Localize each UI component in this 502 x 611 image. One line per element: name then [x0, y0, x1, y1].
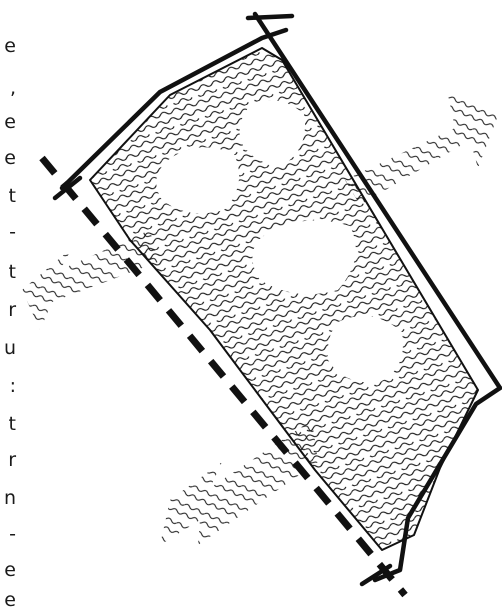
building-void — [328, 316, 403, 383]
